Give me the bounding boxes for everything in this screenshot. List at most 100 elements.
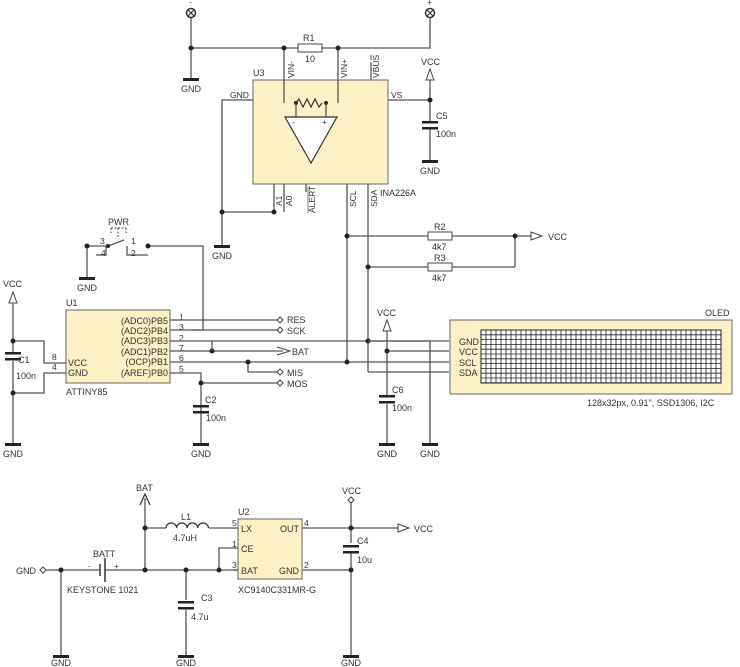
svg-text:C4: C4 (357, 536, 369, 546)
vcc-arrow (425, 67, 435, 81)
svg-text:GND: GND (77, 283, 98, 293)
svg-text:4: 4 (101, 248, 106, 258)
resistor-r1 (297, 43, 323, 53)
bat-net-arrow (139, 492, 151, 506)
svg-text:VCC: VCC (342, 486, 362, 496)
svg-text:VCC: VCC (414, 524, 434, 534)
u3-pin-vin-minus: VIN- (286, 61, 296, 78)
svg-text:VCC: VCC (421, 57, 441, 67)
svg-text:C3: C3 (201, 593, 213, 603)
svg-text:MOS: MOS (287, 379, 308, 389)
svg-text:GND: GND (420, 166, 441, 176)
svg-text:-: - (292, 117, 295, 127)
svg-text:3: 3 (179, 322, 184, 332)
vcc-arrow (530, 231, 544, 241)
pwr-ref: PWR (108, 217, 129, 227)
u2-pin-lx: LX (241, 524, 252, 534)
svg-text:GND: GND (420, 449, 441, 459)
gnd-port: GND (16, 566, 47, 576)
u3-pin-gnd: GND (230, 90, 249, 100)
svg-text:R2: R2 (434, 222, 446, 232)
u3-pin-a1: A1 (274, 195, 284, 206)
svg-text:(AREF)PB0: (AREF)PB0 (121, 368, 168, 378)
svg-text:MIS: MIS (287, 368, 303, 378)
u3-pin-a0: A0 (284, 195, 294, 206)
vcc-arrow (382, 318, 392, 332)
oled-description: 128x32px, 0.91", SSD1306, I2C (587, 398, 715, 408)
u2-pin-gnd: GND (279, 566, 300, 576)
u3-pin-vs: VS (391, 90, 403, 100)
u2-pin-ce: CE (241, 544, 254, 554)
svg-text:8: 8 (52, 352, 57, 362)
svg-text:GND: GND (341, 658, 362, 667)
svg-text:5: 5 (232, 518, 237, 528)
net-port-res: RES (276, 315, 306, 325)
oled-pin-vcc: VCC (459, 347, 479, 357)
terminal-plus-label: + (427, 0, 432, 7)
svg-text:3: 3 (232, 560, 237, 570)
resistor-r2 (427, 231, 453, 241)
svg-text:VCC: VCC (548, 232, 568, 242)
net-port-bat: BAT (276, 346, 309, 357)
u3-pin-vin-plus: VIN+ (339, 59, 349, 78)
ic-u2 (237, 518, 303, 580)
svg-text:C1: C1 (18, 355, 30, 365)
pwr-switch (86, 239, 204, 331)
svg-text:(ADC1)PB2: (ADC1)PB2 (121, 347, 168, 357)
svg-text:(ADC2)PB4: (ADC2)PB4 (121, 326, 168, 336)
svg-text:1: 1 (232, 539, 237, 549)
svg-text:L1: L1 (181, 512, 191, 522)
svg-text:GND: GND (51, 658, 72, 667)
svg-text:4k7: 4k7 (432, 242, 447, 252)
svg-text:VCC: VCC (377, 308, 397, 318)
svg-text:3: 3 (100, 236, 105, 246)
terminal-minus-label: - (189, 0, 192, 7)
svg-text:GND: GND (16, 566, 37, 576)
u2-pin-bat: BAT (241, 566, 258, 576)
svg-text:+: + (322, 117, 327, 127)
svg-text:4.7u: 4.7u (191, 612, 209, 622)
svg-text:VCC: VCC (3, 279, 23, 289)
svg-text:BATT: BATT (93, 549, 116, 559)
svg-text:5: 5 (179, 364, 184, 374)
svg-text:7: 7 (179, 343, 184, 353)
gnd-symbol (183, 78, 199, 81)
vcc-arrow (397, 523, 411, 533)
gnd-label: GND (181, 84, 202, 94)
u3-pin-scl: SCL (348, 190, 358, 207)
capacitor-c4 (343, 551, 359, 554)
svg-text:100n: 100n (206, 413, 226, 423)
u2-ref: U2 (238, 507, 250, 517)
svg-text:4k7: 4k7 (432, 273, 447, 283)
svg-text:10u: 10u (357, 555, 372, 565)
svg-text:GND: GND (191, 449, 212, 459)
svg-text:100n: 100n (436, 129, 456, 139)
u2-part: XC9140C331MR-G (238, 585, 316, 595)
u3-pin-alert: ALERT (307, 186, 317, 213)
svg-text:GND: GND (176, 658, 197, 667)
ic-u1 (65, 309, 171, 384)
battery-batt (99, 558, 106, 582)
r1-value: 10 (305, 54, 315, 64)
oled-pin-gnd: GND (459, 337, 480, 347)
u3-pin-sda: SDA (369, 189, 379, 207)
oled-ref: OLED (705, 308, 730, 318)
resistor-r3 (427, 262, 453, 272)
svg-text:4.7uH: 4.7uH (173, 533, 197, 543)
svg-text:GND: GND (377, 449, 398, 459)
u1-ref: U1 (66, 298, 78, 308)
input-terminal-plus: + (424, 0, 436, 19)
u1-part: ATTINY85 (66, 387, 107, 397)
oled-pin-scl: SCL (459, 358, 477, 368)
capacitor-c2 (193, 411, 209, 414)
net-port-mos: MOS (276, 379, 308, 389)
input-terminal-minus: - (185, 0, 197, 19)
capacitor-c6 (379, 401, 395, 404)
svg-text:GND: GND (212, 251, 233, 261)
oled-grid-lines (480, 329, 722, 384)
inductor-l1 (165, 522, 210, 529)
svg-text:2: 2 (179, 333, 184, 343)
svg-text:C6: C6 (392, 385, 404, 395)
svg-text:(ADC3)PB3: (ADC3)PB3 (121, 336, 168, 346)
oled-pin-sda: SDA (459, 368, 478, 378)
